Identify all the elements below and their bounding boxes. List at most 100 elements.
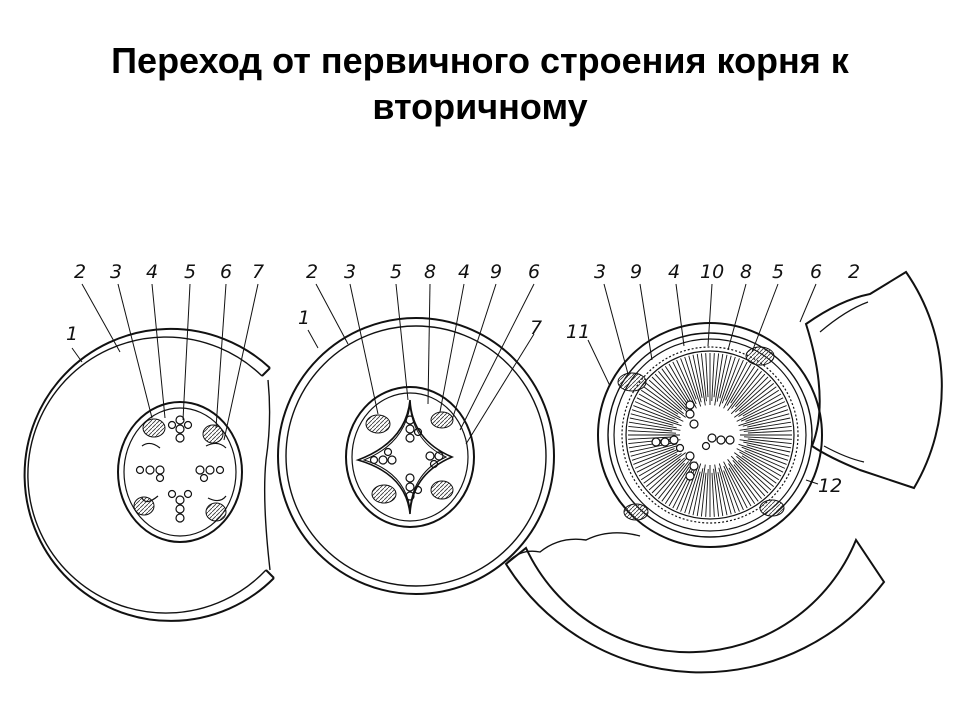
fig3-ring-cells-outer: [613, 338, 807, 532]
fig3-ray: [718, 463, 736, 514]
fig3-leaders: [587, 283, 819, 485]
fig3-rays: [628, 353, 792, 517]
fig3-phloem-2: [745, 346, 775, 366]
fig3-lower-cortex: [504, 537, 886, 674]
fig3-ray: [711, 353, 715, 402]
fig1-label: 5: [184, 261, 196, 283]
fig3-label: 8: [740, 261, 752, 283]
fig3-ray: [629, 417, 677, 429]
fig2-label: 5: [390, 261, 402, 283]
fig3-ray: [747, 417, 791, 428]
fig2-label: 1: [298, 307, 310, 329]
fig3-phloem-1: [617, 372, 647, 392]
fig3-ray: [723, 361, 748, 409]
fig3-ray: [743, 436, 792, 440]
fig3-ray: [688, 355, 702, 403]
fig3-ray: [723, 461, 748, 509]
fig3-ray: [651, 376, 690, 415]
fig3-ray: [738, 409, 789, 427]
fig3-ray: [734, 452, 777, 484]
fig3-ray: [745, 405, 787, 422]
fig3-label: 12: [818, 475, 842, 497]
fig3-ray: [634, 401, 676, 420]
title-line-1: Переход от первичного строения корня к: [111, 40, 849, 81]
fig3-ray: [668, 464, 694, 507]
fig3-ray: [628, 425, 673, 432]
fig3-ray: [711, 472, 715, 517]
fig1-phloem-1: [142, 418, 166, 438]
fig3-ray: [631, 409, 682, 427]
fig3-label: 2: [848, 261, 860, 283]
figure-2-transitional-structure: [277, 283, 555, 595]
fig3-ray: [717, 472, 728, 516]
fig3-ray: [700, 353, 707, 402]
fig3-label: 9: [630, 261, 642, 283]
fig3-ray: [646, 383, 684, 414]
fig3-ray: [731, 371, 762, 409]
fig1-xylem: [135, 415, 225, 523]
fig3-ray: [630, 413, 674, 426]
fig1-stele-inner: [123, 407, 237, 537]
fig3-ray: [628, 436, 673, 440]
fig3-ray: [743, 441, 791, 453]
fig3-ray: [713, 468, 720, 517]
fig2-stele-inner: [351, 392, 469, 522]
fig3-ray: [640, 453, 682, 481]
fig2-label: 3: [344, 261, 356, 283]
fig3-ray: [744, 450, 786, 469]
fig1-label: 6: [220, 261, 232, 283]
fig2-label: 6: [528, 261, 540, 283]
fig3-ray: [746, 444, 790, 457]
fig3-ray: [648, 379, 683, 410]
fig3-ray: [728, 467, 752, 507]
fig2-cambium: [355, 399, 455, 515]
fig1-cortex-inner: [27, 336, 267, 614]
fig3-ray: [654, 373, 688, 411]
fig3-ray: [633, 405, 679, 424]
fig3-ray: [664, 466, 690, 505]
fig3-ray: [658, 371, 687, 406]
figure-1-primary-structure: [23, 283, 275, 622]
fig3-ray: [723, 465, 744, 511]
fig3-ray: [747, 438, 792, 445]
fig3-ray: [696, 464, 706, 517]
fig2-cortex-outer: [277, 317, 555, 595]
fig3-ray: [730, 376, 769, 415]
fig3-ray: [727, 459, 759, 502]
fig3-label: 3: [594, 261, 606, 283]
fig2-phloem-3: [371, 484, 397, 504]
fig3-ray: [676, 359, 697, 405]
fig1-label: 1: [66, 323, 78, 345]
fig2-labels: 1 2 3 5 8 4 9 6 7: [298, 261, 542, 339]
fig3-label: 10: [700, 261, 724, 283]
fig3-ray: [739, 383, 774, 412]
fig3-ray: [730, 455, 769, 494]
fig3-periderm-inner: [607, 332, 813, 538]
fig3-ray: [668, 363, 692, 403]
fig3-ray: [734, 386, 777, 418]
fig3-ray: [672, 361, 697, 409]
fig3-ray: [705, 353, 709, 398]
title-line-2: вторичному: [372, 86, 588, 127]
fig2-phloem-1: [365, 414, 391, 434]
fig3-phloem-3: [623, 503, 649, 521]
fig3-ray: [664, 365, 692, 407]
fig3-ray: [713, 353, 720, 398]
fig3-ray: [741, 455, 780, 481]
fig3-ray: [742, 413, 790, 427]
fig3-ray: [630, 443, 678, 457]
fig3-ray: [736, 397, 784, 422]
fig3-ray: [680, 466, 699, 512]
fig3-ray: [640, 389, 679, 415]
fig3-ray: [648, 457, 686, 491]
fig3-ray: [658, 461, 689, 499]
fig3-ray: [636, 397, 684, 422]
fig3-ray: [646, 458, 681, 487]
fig3-ray: [716, 354, 728, 402]
fig3-ray: [739, 439, 792, 449]
fig3-ray: [714, 353, 724, 406]
fig3-ray: [638, 453, 678, 477]
fig3-ray: [741, 446, 787, 465]
fig3-periderm-outer: [597, 322, 823, 548]
fig2-leaders: [307, 283, 535, 445]
